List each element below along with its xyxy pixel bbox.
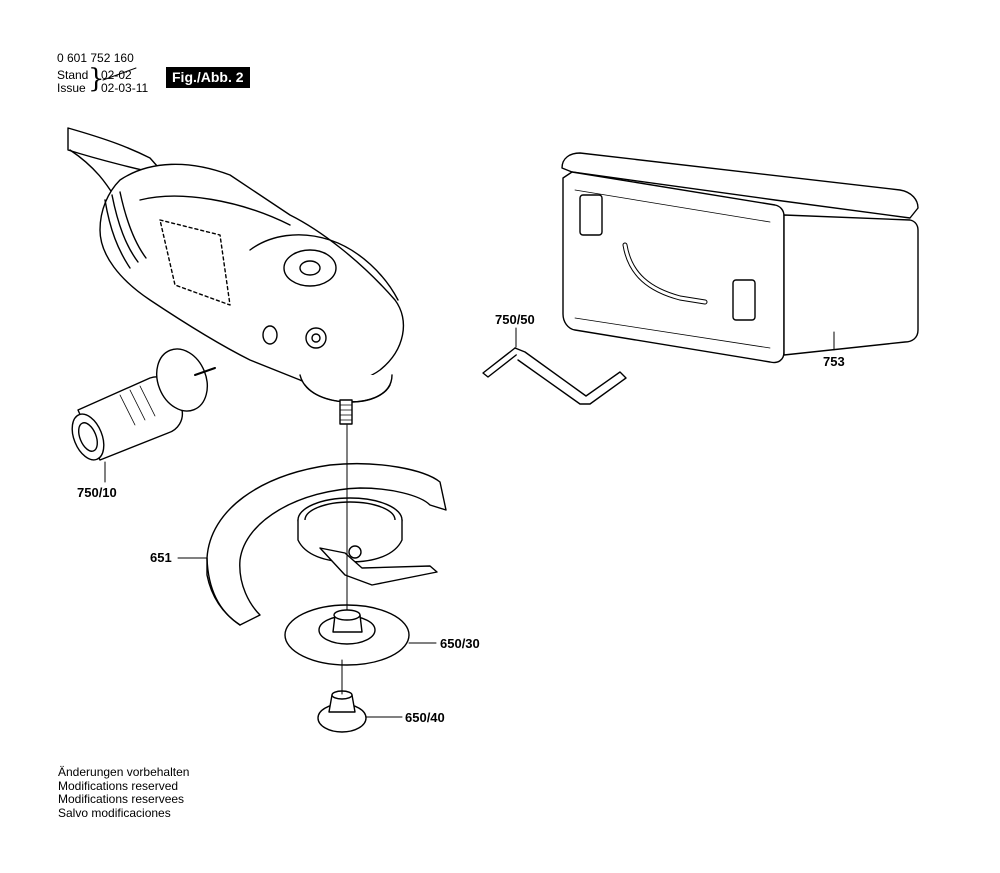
part-label-flange: 650/30 [440,636,480,651]
brace-icon: } [88,64,105,94]
strikethrough-mark [102,67,137,81]
clamping-nut-drawing [317,690,367,733]
carrying-case-drawing [561,152,919,364]
part-label-handle: 750/10 [77,485,117,500]
part-label-guard: 651 [150,550,172,565]
flange-drawing [284,604,410,666]
part-label-case: 753 [823,354,845,369]
notice-line: Modifications reservees [58,792,185,806]
stand-label: Stand [57,68,89,82]
modifications-notice: Änderungen vorbehalten Modifications res… [58,765,190,820]
issue-date: 02-03-11 [101,81,149,95]
part-label-wrench: 750/50 [495,312,535,327]
part-number: 0 601 752 160 [57,51,134,65]
issue-label: Issue [57,81,86,95]
notice-line: Salvo modificaciones [58,805,171,820]
wheel-guard-drawing [206,462,447,626]
part-label-nut: 650/40 [405,710,445,725]
notice-line: Modifications reserved [58,778,179,793]
side-handle-drawing [71,348,216,461]
notice-line: Änderungen vorbehalten [58,765,190,779]
pin-wrench-drawing [482,347,627,405]
figure-label: Fig./Abb. 2 [166,67,250,88]
angle-grinder-drawing [67,127,405,425]
